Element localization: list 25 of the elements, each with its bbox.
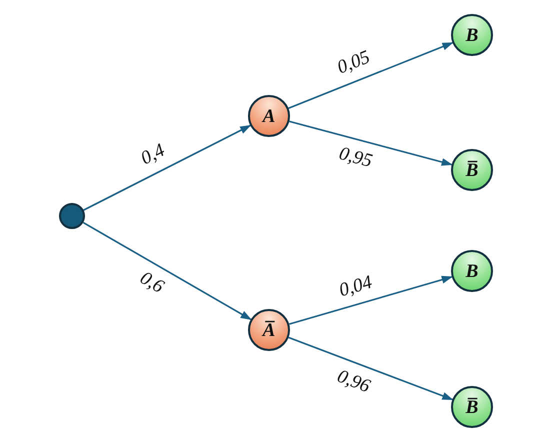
root-circle: [59, 203, 85, 229]
edge-label: 0,6: [136, 268, 167, 298]
arrow: [289, 120, 453, 166]
event-circle: [248, 95, 290, 137]
event-circle: [451, 250, 493, 292]
event-letter: B: [466, 26, 478, 44]
event-circle: [451, 386, 493, 428]
edge-label: 0,04: [336, 272, 374, 300]
edge-label: 0,4: [137, 141, 168, 169]
event-letter: B̅: [466, 160, 478, 180]
arrow: [288, 42, 454, 109]
edge-label: 0,96: [335, 366, 373, 396]
arrow: [288, 336, 454, 400]
event-letter: A̅: [262, 320, 276, 340]
arrow: [82, 222, 252, 320]
event-circle: [248, 309, 290, 351]
arrow: [83, 124, 252, 211]
edge-label: 0,95: [337, 144, 374, 172]
edge-label: 0,05: [334, 48, 373, 78]
event-circle: [451, 14, 493, 56]
event-circle: [451, 149, 493, 191]
arrow: [288, 276, 453, 325]
event-letter: A: [262, 106, 276, 126]
event-letter: B̅: [466, 398, 478, 416]
event-letter: B: [466, 262, 478, 280]
